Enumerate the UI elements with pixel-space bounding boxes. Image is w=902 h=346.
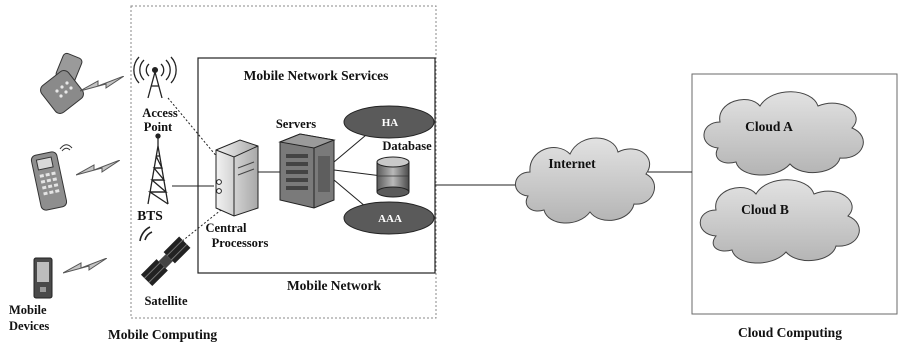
cloud-computing-box [691,73,898,315]
ha-label: HA [382,117,399,129]
connection-lines [167,97,692,247]
cloud-a-label: Cloud A [745,119,793,134]
mobile-computing-boundary [130,5,437,319]
servers-label: Servers [276,117,316,131]
lightning-signal-icon [80,76,124,92]
satellite-label: Satellite [144,294,187,308]
lightning-signal-icon [76,160,120,176]
mobile-computing-label: Mobile Computing [108,327,217,342]
database-label: Database [382,139,432,153]
aaa-node [343,201,435,235]
mobile-devices-label-line2: Devices [9,319,49,333]
bts-label: BTS [137,208,163,223]
database-cylinder-icon [376,156,410,198]
cloud-computing-label: Cloud Computing [738,325,842,340]
access-point-label-line2: Point [144,120,173,134]
mobile-network-box [197,57,436,274]
flip-phone-icon [40,52,84,114]
mobile-devices-label-line1: Mobile [9,303,47,317]
cloud-b-label: Cloud B [741,202,789,217]
cloud-b-icon [699,179,860,264]
aaa-label: AAA [378,213,402,225]
satellite-signal-waves [139,226,153,242]
lightning-signal-icon [63,258,107,274]
ha-node [343,105,435,139]
server-rack-icon [278,133,336,209]
old-phone-icon [30,144,73,211]
cloud-a-icon [703,91,864,176]
access-point-label-line1: Access [142,106,178,120]
mobile-network-label: Mobile Network [287,278,382,293]
satellite-icon [140,236,191,287]
central-processors-label-line2: Processors [212,236,269,250]
bts-tower-icon [147,133,169,205]
internet-cloud-icon [515,137,656,224]
pda-icon [33,257,53,299]
central-processors-label-line1: Central [206,221,247,235]
access-point-antenna-icon [133,56,177,99]
server-tower-icon [215,139,259,217]
mobile-network-services-label: Mobile Network Services [244,68,389,83]
internet-label: Internet [548,156,596,171]
